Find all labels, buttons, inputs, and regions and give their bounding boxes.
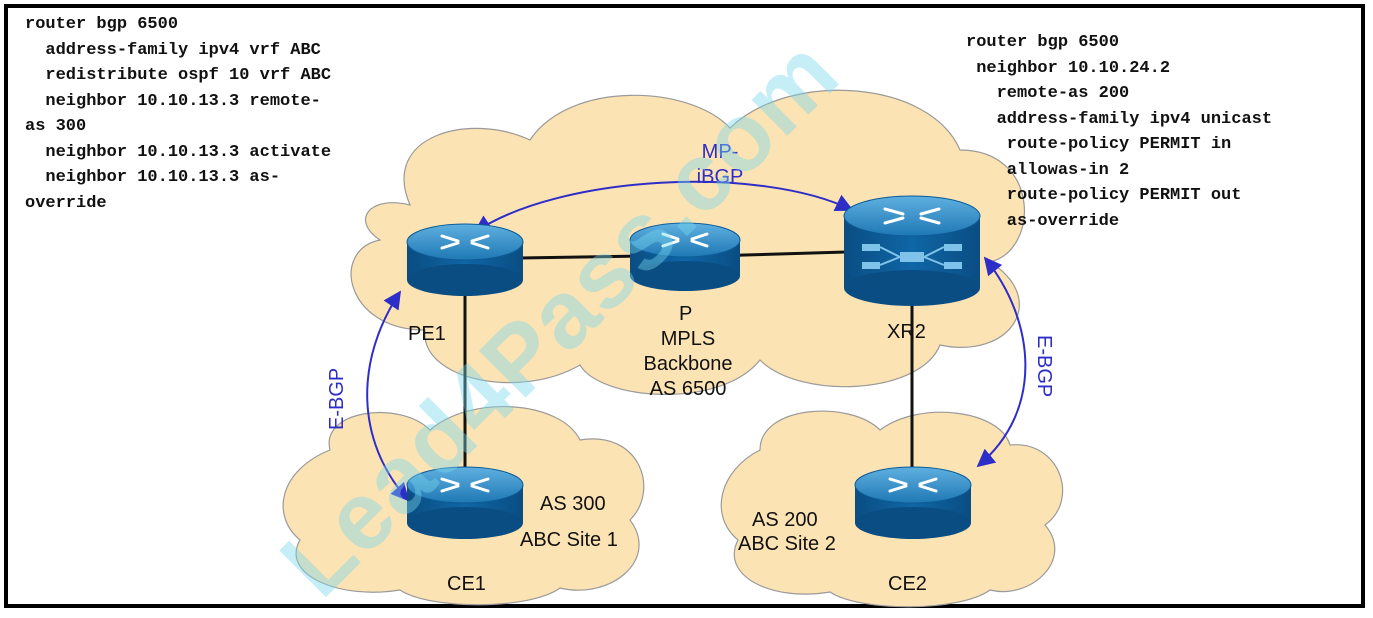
mp-ibgp-arrow [473, 180, 854, 234]
bgp-sessions [366, 180, 1027, 502]
config-line: address-family ipv4 vrf ABC [25, 40, 321, 60]
backbone-label-line1: MPLS [661, 328, 715, 350]
xr2-label: XR2 [887, 321, 926, 343]
config-line: redistribute ospf 10 vrf ABC [25, 66, 332, 85]
mp-ibgp-label-line2: iBGP [697, 166, 744, 188]
config-line: remote-as 200 [966, 84, 1130, 103]
site1-name-label: ABC Site 1 [520, 529, 618, 551]
site2-as-label: AS 200 [752, 509, 818, 531]
config-line: route-policy PERMIT out [966, 186, 1242, 205]
config-line: neighbor 10.10.24.2 [966, 58, 1171, 78]
site1-as-label: AS 300 [540, 493, 606, 515]
config-line: neighbor 10.10.13.3 as- [25, 168, 281, 187]
ce1-label: CE1 [447, 573, 486, 595]
config-line: allowas-in 2 [966, 160, 1130, 180]
config-line: neighbor 10.10.13.3 remote- [25, 91, 321, 111]
config-line: route-policy PERMIT in [966, 135, 1232, 154]
pe1-label: PE1 [408, 323, 446, 345]
ebgp-right-arrow [976, 256, 1027, 468]
ebgp-left-label: E-BGP [326, 368, 348, 430]
router-ce1-icon [406, 466, 524, 539]
config-left-block: router bgp 6500 address-family ipv4 vrf … [25, 12, 331, 216]
ce2-label: CE2 [888, 573, 927, 595]
router-ce2-icon [854, 466, 972, 539]
config-line: router bgp 6500 [25, 15, 179, 34]
ebgp-right-label: E-BGP [1033, 335, 1055, 397]
config-line: override [25, 193, 107, 213]
config-line: address-family ipv4 unicast [966, 109, 1273, 129]
config-line: router bgp 6500 [966, 33, 1120, 52]
p-label: P [679, 303, 692, 325]
router-p-icon [629, 222, 741, 291]
config-line: as-override [966, 211, 1120, 231]
router-xr2-icon [843, 195, 981, 306]
config-line: neighbor 10.10.13.3 activate [25, 142, 332, 162]
config-right-block: router bgp 6500 neighbor 10.10.24.2 remo… [966, 30, 1272, 234]
backbone-label-line3: AS 6500 [650, 378, 727, 400]
site2-name-label: ABC Site 2 [738, 533, 836, 555]
mp-ibgp-label-line1: MP- [702, 141, 739, 163]
ebgp-left-arrow [366, 290, 410, 502]
link-pe1-p [519, 254, 641, 260]
backbone-label-line2: Backbone [644, 353, 733, 375]
config-line: as 300 [25, 117, 87, 136]
router-pe1-icon [406, 223, 524, 296]
